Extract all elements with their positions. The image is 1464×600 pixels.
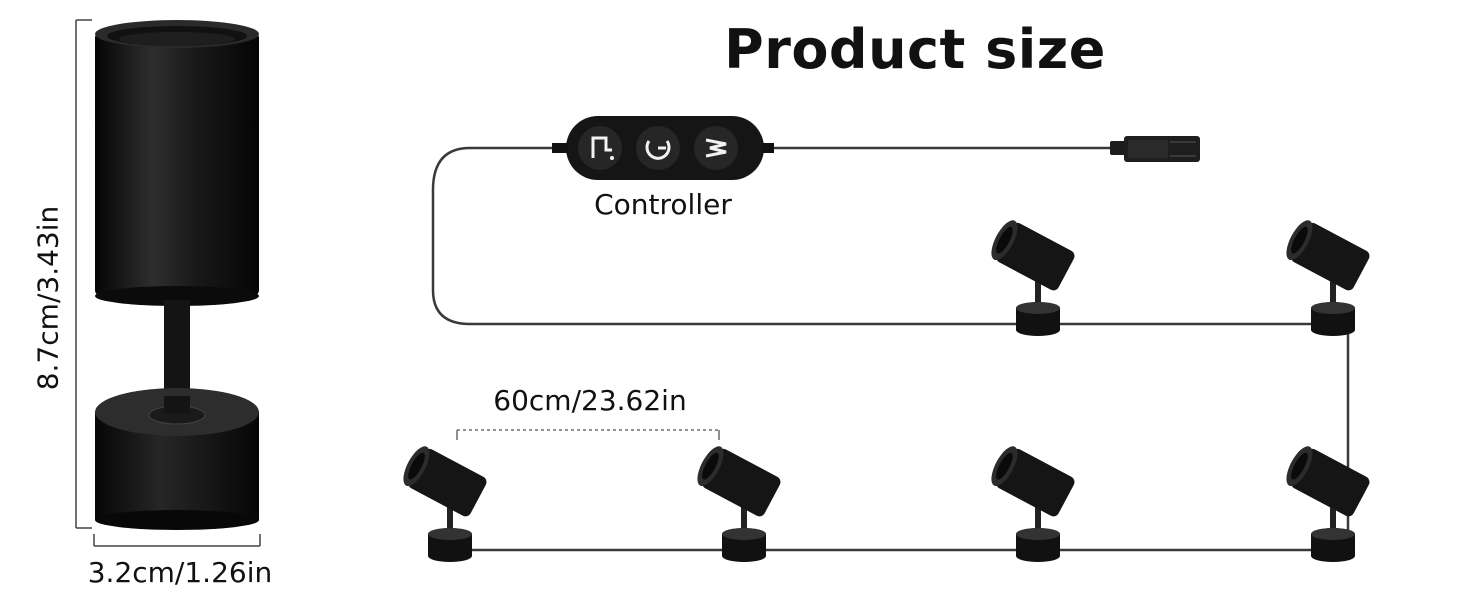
- power-icon: [645, 140, 671, 160]
- brightness-button: [578, 126, 622, 170]
- lamp-large-view: [95, 20, 259, 530]
- spotlight: [1281, 216, 1372, 336]
- spotlight: [986, 216, 1077, 336]
- spotlight: [986, 442, 1077, 562]
- plug-connector: [1110, 136, 1200, 162]
- cable: [431, 146, 1350, 552]
- page-title: Product size: [724, 18, 1106, 81]
- height-dimension-line: [75, 19, 92, 529]
- spotlight: [398, 442, 489, 562]
- spotlight: [692, 442, 783, 562]
- controller-label: Controller: [594, 188, 732, 221]
- brightness-icon: [591, 136, 614, 160]
- spacing-dimension-line: [456, 429, 720, 440]
- spotlight: [1281, 442, 1372, 562]
- width-label: 3.2cm/1.26in: [87, 556, 273, 589]
- mode-icon: [705, 138, 727, 158]
- height-label: 8.7cm/3.43in: [31, 205, 65, 391]
- controller: [552, 116, 774, 180]
- width-dimension-line: [93, 534, 261, 547]
- spacing-label: 60cm/23.62in: [493, 384, 687, 417]
